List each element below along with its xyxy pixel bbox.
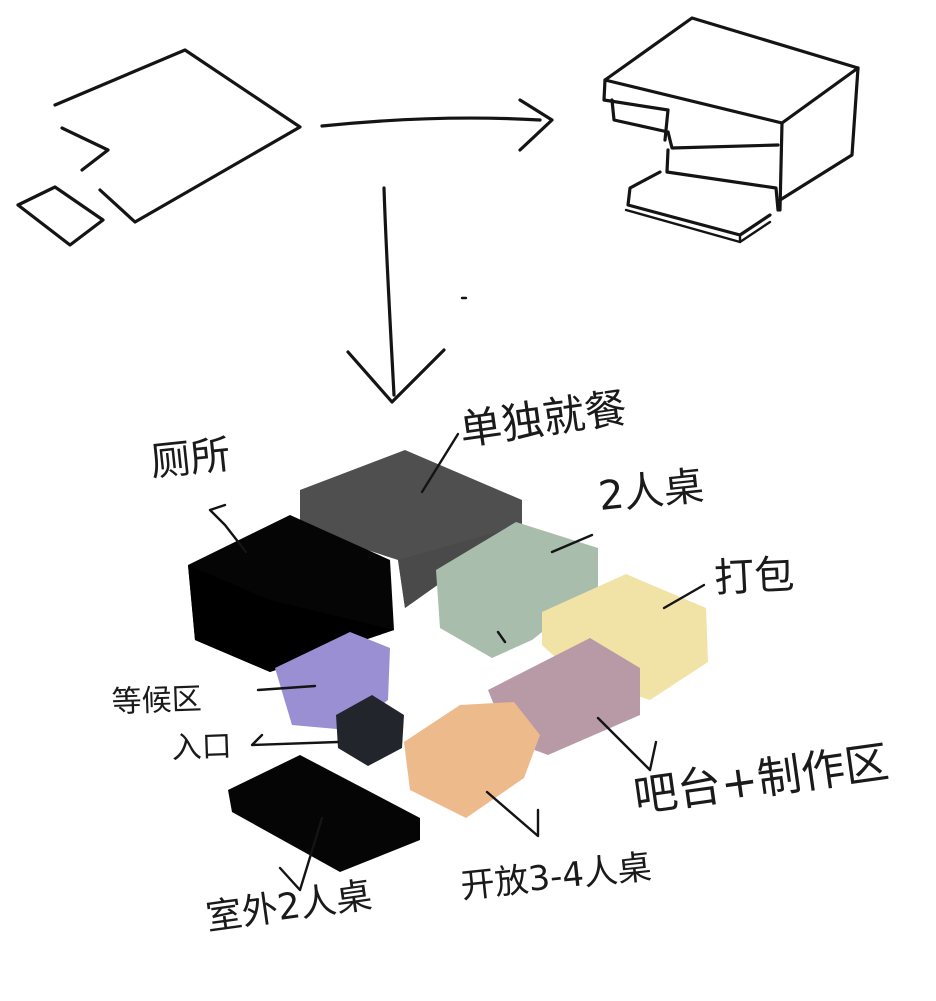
entrance-block <box>336 695 404 766</box>
waiting-label: 等候区 <box>111 682 202 720</box>
bar-label: 吧台+制作区 <box>630 737 891 823</box>
volume-sketch <box>602 16 860 244</box>
two-person-block <box>436 522 598 658</box>
restroom-label: 厕所 <box>148 432 232 486</box>
right-arrow-icon <box>320 98 554 152</box>
solo-dining-label: 单独就餐 <box>457 383 630 455</box>
flat-plan-sketch <box>16 48 302 247</box>
open-dining-block <box>404 702 540 818</box>
outdoor-block <box>228 755 420 872</box>
down-arrow-icon <box>346 186 468 404</box>
packing-label: 打包 <box>713 552 795 602</box>
entrance-label: 入口 <box>171 729 232 766</box>
open-dining-label: 开放3-4人桌 <box>459 847 654 907</box>
leader-lines <box>208 432 706 892</box>
outdoor-label: 室外2人桌 <box>204 875 375 939</box>
two-person-label: 2人桌 <box>596 463 706 520</box>
